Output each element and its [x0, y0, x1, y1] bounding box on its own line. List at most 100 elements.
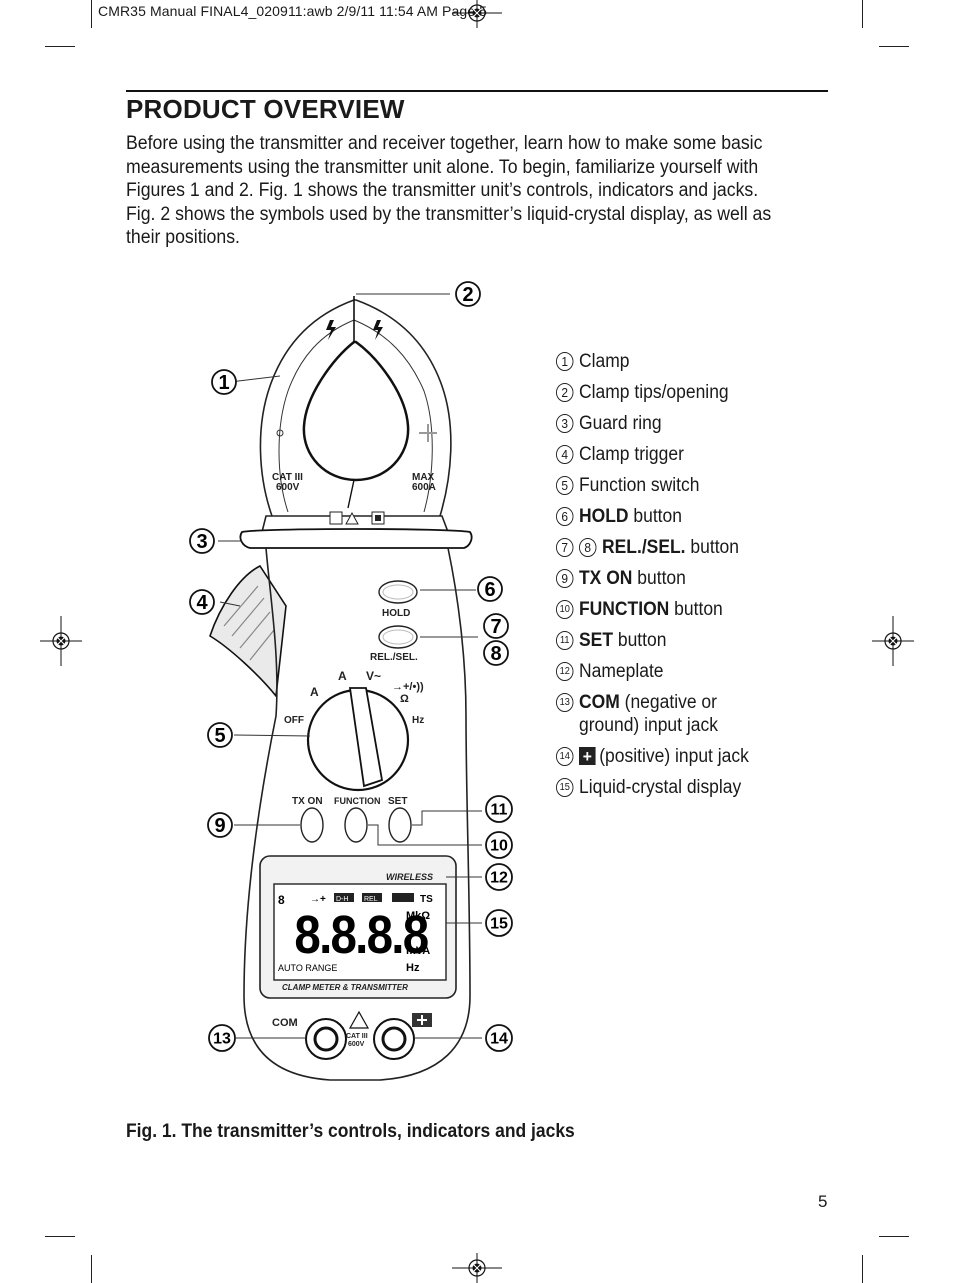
max-amp-label: 600A [412, 482, 436, 493]
tx-on-button [300, 807, 324, 843]
nameplate-text: CLAMP METER & TRANSMITTER [282, 983, 408, 992]
svg-text:8: 8 [278, 893, 285, 907]
callout-11: 11 [485, 795, 513, 823]
com-label: COM [272, 1017, 298, 1029]
set-button [388, 807, 412, 843]
function-switch-pointer [348, 687, 384, 788]
callout-12: 12 [485, 863, 513, 891]
callout-3: 3 [189, 528, 215, 554]
set-label: SET [388, 796, 407, 807]
svg-text:14: 14 [490, 1031, 508, 1048]
clamp-jaw-outer [259, 299, 452, 517]
crop-mark-bottom-left-h [45, 1236, 75, 1237]
svg-text:9: 9 [214, 815, 225, 837]
heading-rule [126, 90, 828, 92]
max-current-label: MAX [412, 472, 435, 483]
svg-text:600V: 600V [348, 1041, 365, 1048]
clamp-opening [302, 340, 410, 482]
legend-item: 14+(positive) input jack [556, 745, 772, 768]
lcd-display [273, 883, 447, 981]
callout-10: 10 [485, 831, 513, 859]
svg-text:2: 2 [462, 284, 473, 306]
crop-mark-top-left-v [91, 0, 92, 28]
rel-sel-button-label: REL./SEL. [370, 652, 418, 663]
svg-text:13: 13 [213, 1031, 231, 1048]
intro-paragraph: Before using the transmitter and receive… [126, 133, 772, 248]
callout-7: 7 [483, 613, 509, 639]
crop-mark-bottom-right-h [879, 1236, 909, 1237]
plus-box-icon: + [579, 747, 596, 765]
svg-text:12: 12 [490, 870, 508, 887]
switch-off-label: OFF [284, 715, 304, 726]
crop-mark-bottom-right-v [862, 1255, 863, 1283]
svg-text:D-H: D-H [336, 896, 348, 903]
svg-text:Hz: Hz [406, 962, 420, 974]
callout-5: 5 [207, 722, 233, 748]
svg-text:6: 6 [484, 579, 495, 601]
function-button [344, 807, 368, 843]
clamp-meter-figure: .ln { fill: none; stroke: #222; stroke-w… [189, 281, 513, 1081]
callout-15: 15 [485, 909, 513, 937]
function-label: FUNCTION [334, 796, 381, 806]
callout-8: 8 [483, 640, 509, 666]
clamp-trigger [209, 564, 287, 699]
callout-1: 1 [211, 369, 237, 395]
svg-text:10: 10 [490, 838, 508, 855]
svg-text:A: A [338, 669, 347, 683]
rel-sel-button [378, 625, 418, 649]
wireless-label: WIRELESS [386, 872, 433, 882]
tx-on-label: TX ON [292, 796, 323, 807]
svg-text:→+: →+ [310, 894, 326, 905]
switch-hz-label: Hz [412, 715, 424, 726]
hold-button-label: HOLD [382, 608, 410, 619]
svg-text:5: 5 [214, 725, 225, 747]
svg-text:8: 8 [490, 643, 501, 665]
svg-text:4: 4 [196, 592, 208, 614]
hazard-bolt-icon [373, 320, 383, 340]
callout-4: 4 [189, 589, 215, 615]
crop-mark-top-right-h [879, 46, 909, 47]
svg-text:CAT III: CAT III [346, 1033, 368, 1040]
callout-6: 6 [477, 576, 503, 602]
registration-mark-left [40, 616, 82, 666]
registration-mark-bottom [452, 1253, 502, 1283]
registration-mark-top [452, 0, 502, 28]
meter-body [243, 547, 471, 1081]
svg-text:MkΩ: MkΩ [406, 910, 430, 922]
lcd-digits: 8.8.8.8 [294, 904, 428, 965]
svg-text:REL: REL [364, 896, 378, 903]
svg-text:15: 15 [490, 916, 508, 933]
svg-text:mVA: mVA [406, 945, 430, 957]
crop-mark-top-right-v [862, 0, 863, 28]
hold-button [378, 580, 418, 604]
svg-text:→+/•)): →+/•)) [392, 681, 424, 693]
svg-text:11: 11 [491, 802, 508, 819]
cat-rating-label: CAT III [272, 472, 303, 483]
crop-mark-top-left-h [45, 46, 75, 47]
svg-text:1: 1 [218, 372, 229, 394]
callout-9: 9 [207, 812, 233, 838]
svg-text:3: 3 [196, 531, 207, 553]
svg-text:Ω: Ω [400, 693, 409, 705]
page-title: PRODUCT OVERVIEW [126, 94, 405, 124]
page-number: 5 [818, 1192, 828, 1211]
auto-range-label: AUTO RANGE [278, 963, 337, 973]
hazard-bolt-icon [326, 320, 336, 340]
callout-14: 14 [485, 1024, 513, 1052]
svg-text:A: A [310, 685, 319, 699]
callout-2: 2 [455, 281, 481, 307]
